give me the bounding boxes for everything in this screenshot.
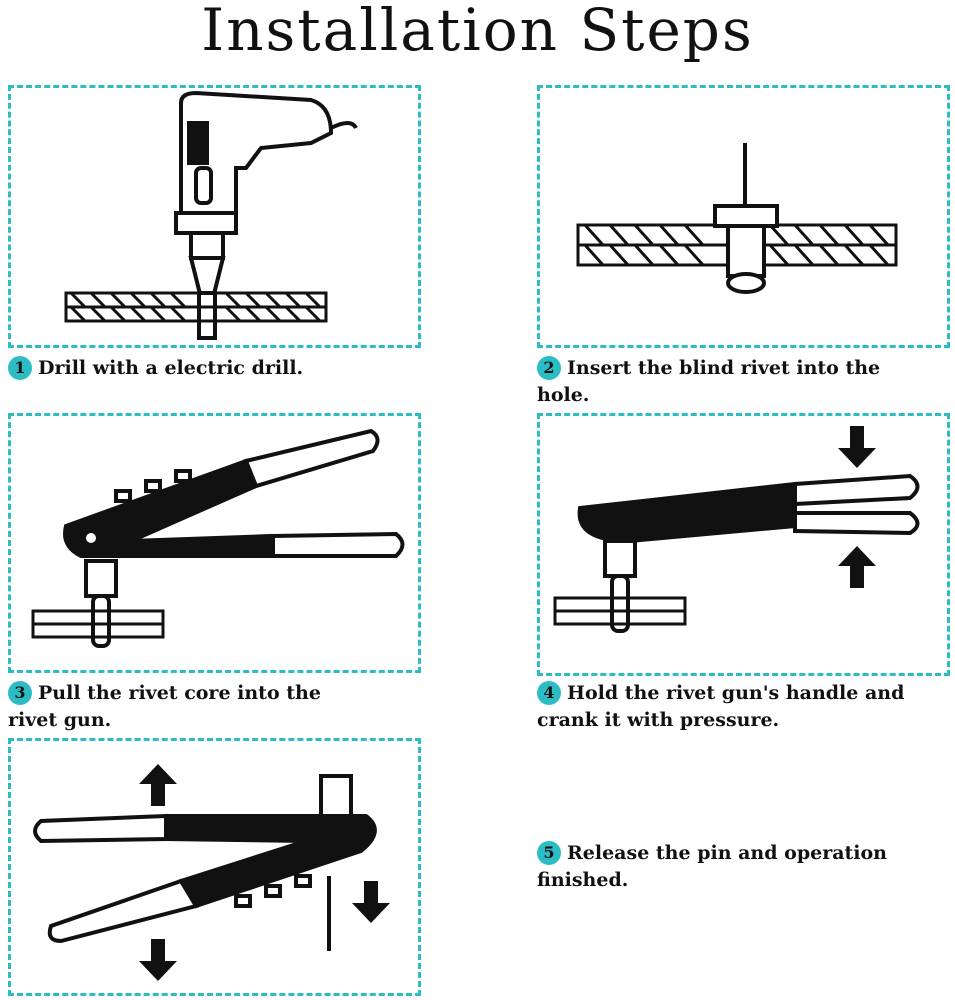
step-1-illustration	[8, 85, 421, 348]
step-number-badge: 5	[537, 841, 561, 865]
step-2-illustration	[537, 85, 950, 348]
step-text: Insert the blind rivet into the hole.	[537, 357, 881, 406]
step-text: Pull the rivet core into the rivet gun.	[8, 682, 321, 731]
step-number-badge: 4	[537, 681, 561, 705]
step-4-illustration	[537, 413, 950, 676]
step-number-badge: 2	[537, 356, 561, 380]
rivet-gun-squeeze-icon	[553, 426, 920, 633]
step-1-caption: 1 Drill with a electric drill.	[8, 355, 408, 382]
arrow-up-icon	[838, 546, 876, 588]
step-text: Release the pin and operation finished.	[537, 842, 887, 891]
step-text: Drill with a electric drill.	[38, 357, 304, 379]
step-5-illustration	[8, 738, 421, 996]
arrow-up-icon	[139, 764, 177, 806]
arrow-down-icon	[139, 939, 177, 981]
page-title: Installation Steps	[201, 0, 754, 64]
step-number-badge: 3	[8, 681, 32, 705]
rivet-in-hole-icon	[576, 143, 898, 294]
arrow-down-icon	[838, 426, 876, 468]
step-text: Hold the rivet gun's handle and crank it…	[537, 682, 905, 731]
electric-drill-icon	[64, 90, 358, 340]
rivet-gun-release-icon	[33, 764, 390, 981]
arrow-down-icon	[352, 881, 390, 923]
step-number-badge: 1	[8, 356, 32, 380]
step-3-illustration	[8, 413, 421, 673]
rivet-gun-open-icon	[31, 428, 405, 648]
